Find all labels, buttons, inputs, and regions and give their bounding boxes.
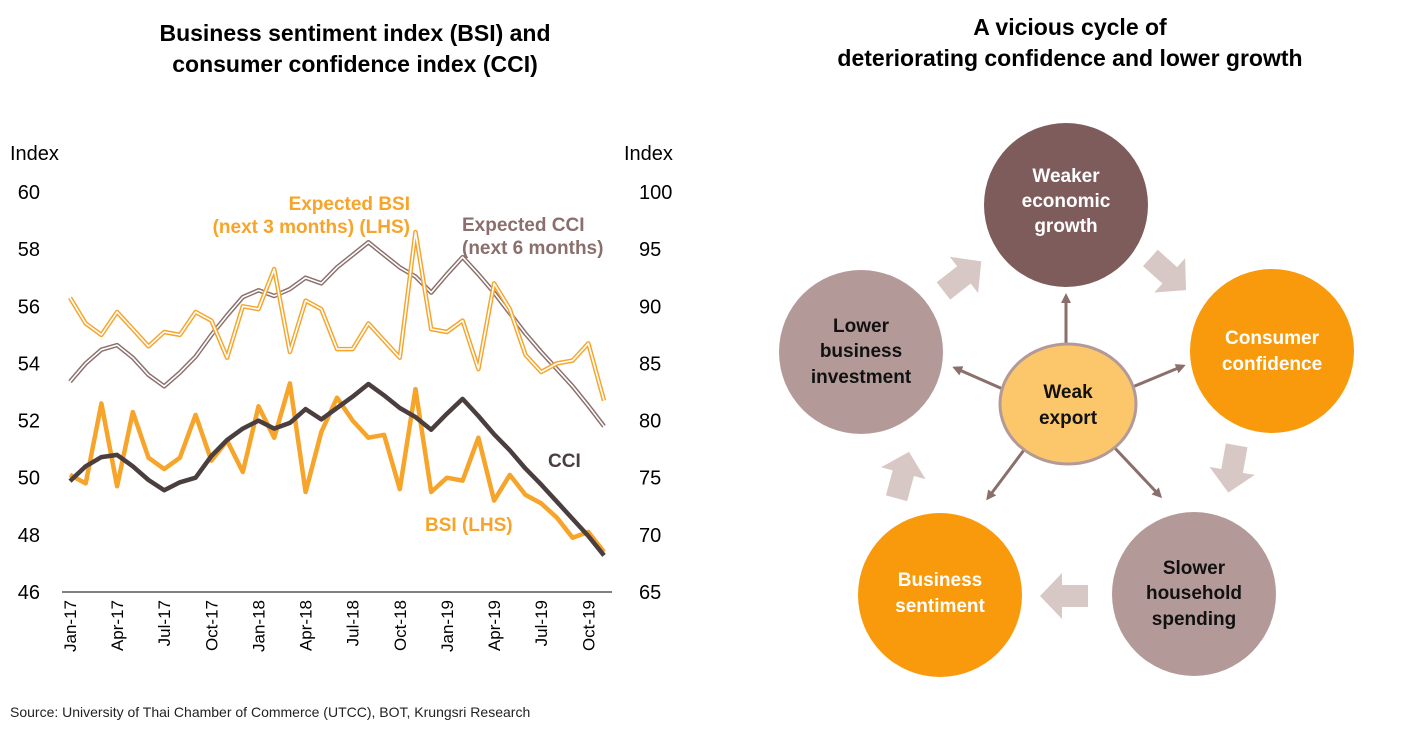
spoke-to-bottom-left — [986, 449, 1026, 501]
node-top-line3: growth — [1034, 216, 1097, 237]
x-tick-label: Jan-19 — [438, 600, 457, 652]
arrow-top-to-right — [1143, 249, 1187, 293]
x-tick-label: Jul-17 — [155, 600, 174, 646]
x-tick-label: Apr-18 — [297, 600, 316, 651]
x-tick-label: Apr-17 — [108, 600, 127, 651]
left-tick-label: 54 — [18, 353, 40, 375]
node-bottom-left-line1: Business — [898, 570, 982, 591]
left-axis-label: Index — [10, 143, 59, 165]
node-lower-business-investment: Lower business investment — [779, 270, 943, 434]
left-tick-label: 58 — [18, 239, 40, 261]
x-tick-label: Apr-19 — [485, 600, 504, 651]
series-layer — [68, 229, 607, 557]
expected-bsi-label-line2: (next 3 months) (LHS) — [213, 217, 410, 238]
right-axis-label: Index — [624, 143, 673, 165]
diagram-title-line2: deteriorating confidence and lower growt… — [837, 45, 1303, 71]
node-weaker-economic-growth: Weaker economic growth — [984, 123, 1148, 287]
right-tick-label: 90 — [639, 296, 661, 318]
x-tick-label: Jul-18 — [344, 600, 363, 646]
left-tick-label: 56 — [18, 296, 40, 318]
x-tick-label: Oct-19 — [579, 600, 598, 651]
node-bottom-right-line2: household — [1146, 583, 1242, 604]
left-tick-label: 60 — [18, 182, 40, 204]
left-tick-label: 48 — [18, 525, 40, 547]
left-tick-label: 46 — [18, 582, 40, 604]
node-bottom-left-line2: sentiment — [895, 596, 985, 617]
expected-cci-label-line2: (next 6 months) — [462, 238, 603, 259]
left-tick-label: 52 — [18, 411, 40, 433]
expected-cci-label-line1: Expected CCI — [462, 215, 584, 236]
node-bottom-right-line3: spending — [1152, 609, 1236, 630]
series-cci-line — [68, 381, 606, 557]
series-expected-bsi-inner — [69, 231, 605, 401]
cci-label: CCI — [548, 451, 581, 472]
spoke-to-right — [1129, 364, 1186, 390]
node-left-line3: investment — [811, 367, 912, 388]
x-tick-label: Jul-19 — [532, 600, 551, 646]
left-y-axis: 46 48 50 52 54 56 58 60 — [18, 182, 40, 604]
chart-title-line2: consumer confidence index (CCI) — [172, 51, 538, 77]
cycle-arrows — [881, 249, 1255, 619]
x-tick-label: Jan-18 — [249, 600, 268, 652]
diagram-title-line1: A vicious cycle of — [973, 14, 1167, 40]
node-right-line1: Consumer — [1225, 328, 1320, 349]
chart-title-line1: Business sentiment index (BSI) and — [159, 20, 551, 46]
node-consumer-confidence: Consumer confidence — [1190, 269, 1354, 433]
x-tick-label: Oct-18 — [391, 600, 410, 651]
right-tick-label: 85 — [639, 353, 661, 375]
node-center-line2: export — [1039, 408, 1098, 429]
chart-title: Business sentiment index (BSI) and consu… — [90, 18, 620, 80]
right-tick-label: 95 — [639, 239, 661, 261]
right-tick-label: 70 — [639, 525, 661, 547]
right-tick-label: 65 — [639, 582, 661, 604]
x-tick-label: Oct-17 — [202, 600, 221, 651]
node-top-line1: Weaker — [1032, 166, 1100, 187]
node-bottom-right-line1: Slower — [1163, 558, 1226, 579]
bsi-label: BSI (LHS) — [425, 515, 513, 536]
arrow-bottom-left-to-left — [881, 451, 926, 502]
spoke-to-bottom-right — [1110, 443, 1163, 499]
right-tick-label: 80 — [639, 411, 661, 433]
arrow-right-to-bottom-right — [1209, 443, 1255, 493]
line-chart: 46 48 50 52 54 56 58 60 65 70 75 80 85 90 95 100 Jan-1… — [10, 143, 673, 652]
node-business-sentiment: Business sentiment — [858, 513, 1022, 677]
node-center-line1: Weak — [1043, 382, 1093, 403]
node-left-line2: business — [820, 341, 902, 362]
node-slower-household-spending: Slower household spending — [1112, 512, 1276, 676]
arrow-left-to-top — [936, 256, 982, 300]
diagram-title: A vicious cycle of deteriorating confide… — [740, 12, 1400, 74]
right-y-axis: 65 70 75 80 85 90 95 100 — [639, 182, 672, 604]
x-tick-label: Jan-17 — [61, 600, 80, 652]
source-note: Source: University of Thai Chamber of Co… — [10, 704, 531, 720]
spoke-to-left — [952, 366, 1006, 392]
arrow-bottom-right-to-bottom-left — [1040, 573, 1088, 619]
right-tick-label: 100 — [639, 182, 672, 204]
right-tick-label: 75 — [639, 468, 661, 490]
x-axis: Jan-17 Apr-17 Jul-17 Oct-17 Jan-18 Apr-18 Jul-… — [61, 600, 598, 652]
node-right-line2: confidence — [1222, 354, 1322, 375]
node-weak-export: Weak export — [998, 342, 1138, 466]
left-tick-label: 50 — [18, 468, 40, 490]
expected-bsi-label-line1: Expected BSI — [289, 194, 410, 215]
node-left-line1: Lower — [833, 316, 890, 337]
series-bsi-line — [68, 381, 606, 554]
node-top-line2: economic — [1022, 191, 1111, 212]
